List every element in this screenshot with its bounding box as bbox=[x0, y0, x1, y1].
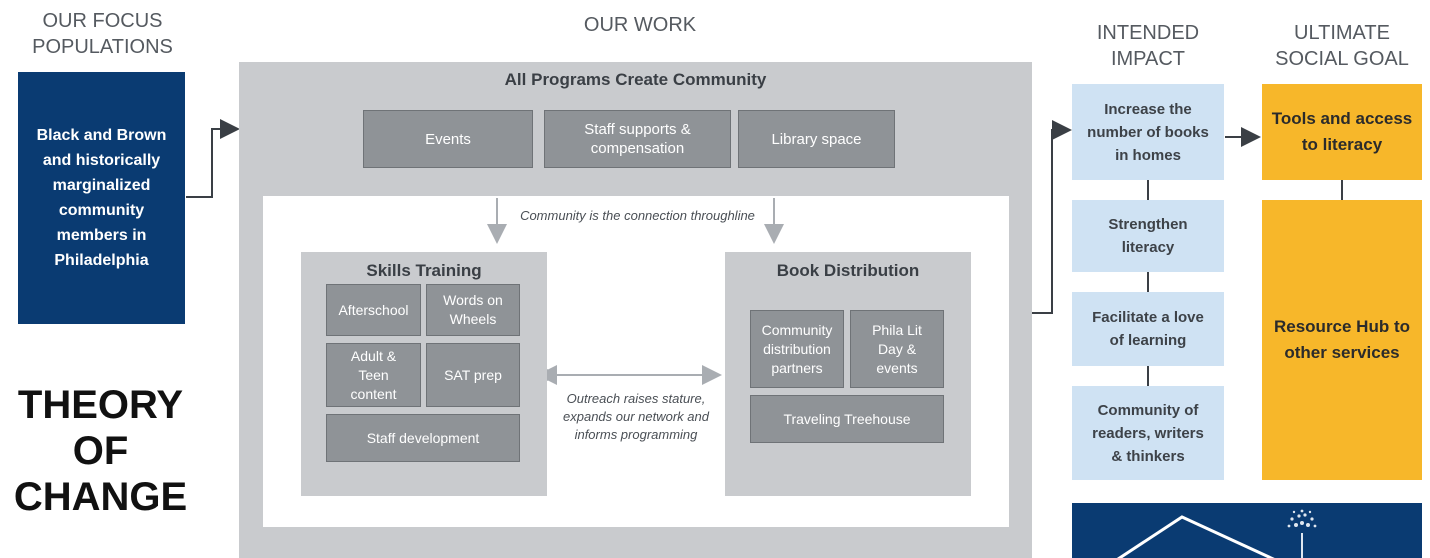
skills-training-title: Skills Training bbox=[366, 261, 482, 280]
outreach-note: Outreach raises stature, expands our net… bbox=[563, 391, 709, 442]
focus-population-text: Black and Brown and historically margina… bbox=[36, 127, 167, 269]
goal-tools-access: Tools and access to literacy bbox=[1262, 84, 1422, 180]
program-events: Events bbox=[363, 110, 533, 168]
skill-words-on-wheels: Words on Wheels bbox=[426, 284, 520, 336]
theory-of-change-title: THEORY OF CHANGE bbox=[13, 383, 188, 519]
skill-adult-teen-content: Adult & Teen content bbox=[326, 343, 421, 407]
skill-staff-development: Staff development bbox=[326, 414, 520, 462]
throughline-note: Community is the connection throughline bbox=[520, 208, 755, 223]
book-community-partners: Community distribution partners bbox=[750, 310, 844, 388]
goal-resource-hub: Resource Hub to other services bbox=[1262, 200, 1422, 480]
book-phila-lit-day: Phila Lit Day & events bbox=[850, 310, 944, 388]
header-ultimate-goal: ULTIMATE SOCIAL GOAL bbox=[1275, 22, 1409, 70]
arrow-work-to-impact bbox=[1032, 120, 1072, 314]
arrow-focus-to-work bbox=[186, 119, 240, 198]
skill-sat-prep: SAT prep bbox=[426, 343, 520, 407]
impact-books-in-homes: Increase the number of books in homes bbox=[1072, 84, 1224, 180]
program-library-space: Library space bbox=[738, 110, 895, 168]
book-traveling-treehouse: Traveling Treehouse bbox=[750, 395, 944, 443]
treehouse-logo-icon bbox=[1116, 509, 1317, 558]
impact-community-readers: Community of readers, writers & thinkers bbox=[1072, 386, 1224, 480]
skill-afterschool: Afterschool bbox=[326, 284, 421, 336]
header-our-work: OUR WORK bbox=[583, 14, 697, 36]
impact-love-of-learning: Facilitate a love of learning bbox=[1072, 292, 1224, 366]
book-distribution-title: Book Distribution bbox=[776, 261, 920, 280]
impact-strengthen-literacy: Strengthen literacy bbox=[1072, 200, 1224, 272]
logo-treehouse bbox=[1072, 503, 1422, 558]
header-intended-impact: INTENDED IMPACT bbox=[1096, 22, 1200, 70]
focus-population-box: Black and Brown and historically margina… bbox=[18, 72, 185, 324]
program-staff-supports: Staff supports & compensation bbox=[544, 110, 731, 168]
all-programs-title: All Programs Create Community bbox=[504, 70, 767, 89]
header-focus-populations: OUR FOCUS POPULATIONS bbox=[32, 10, 173, 58]
